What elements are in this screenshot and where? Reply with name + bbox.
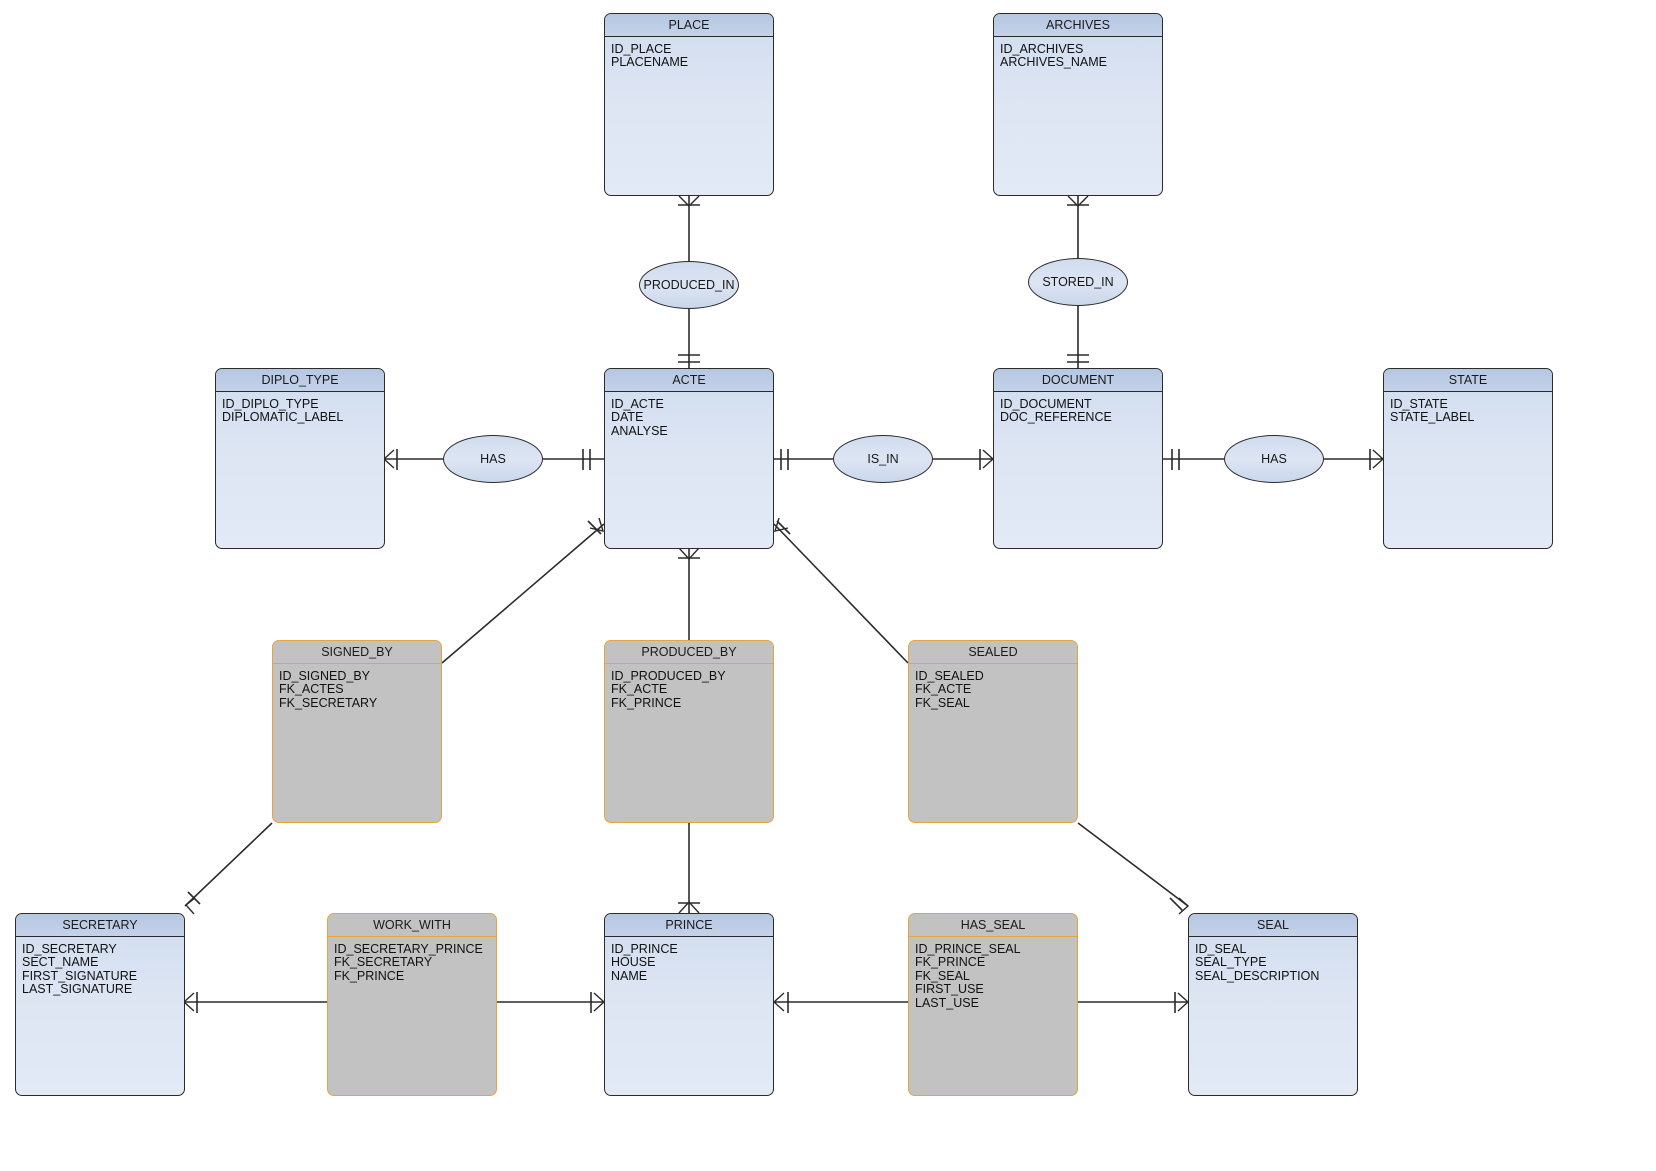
relationship-is-in[interactable]: IS_IN (833, 435, 933, 483)
entity-attributes: ID_DIPLO_TYPE DIPLOMATIC_LABEL (216, 392, 384, 425)
entity-title: PRINCE (605, 914, 773, 937)
attribute: LAST_USE (915, 995, 979, 1010)
entity-title: ACTE (605, 369, 773, 392)
entity-seal[interactable]: SEAL ID_SEAL SEAL_TYPE SEAL_DESCRIPTION (1188, 913, 1358, 1096)
relationship-label: IS_IN (867, 452, 899, 466)
entity-title: PLACE (605, 14, 773, 37)
entity-work-with[interactable]: WORK_WITH ID_SECRETARY_PRINCE FK_SECRETA… (327, 913, 497, 1096)
relationship-stored-in[interactable]: STORED_IN (1028, 258, 1128, 306)
attribute: FK_ACTE (611, 682, 668, 697)
attribute: ID_DIPLO_TYPE (222, 397, 319, 411)
entity-attributes: ID_SEAL SEAL_TYPE SEAL_DESCRIPTION (1189, 937, 1357, 983)
entity-state[interactable]: STATE ID_STATE STATE_LABEL (1383, 368, 1553, 549)
attribute: ID_PRODUCED_BY (611, 669, 726, 683)
attribute: HOUSE (611, 955, 656, 970)
attribute: FK_SEAL (915, 695, 970, 710)
entity-title: DOCUMENT (994, 369, 1162, 392)
attribute: DOC_REFERENCE (1000, 410, 1112, 425)
attribute: ID_SEALED (915, 669, 984, 683)
attribute: FK_SEAL (915, 968, 970, 983)
attribute: ID_SIGNED_BY (279, 669, 371, 683)
attribute: FK_PRINCE (611, 695, 682, 710)
attribute: SEAL_DESCRIPTION (1195, 968, 1320, 983)
entity-archives[interactable]: ARCHIVES ID_ARCHIVES ARCHIVES_NAME (993, 13, 1163, 196)
attribute: ID_STATE (1390, 397, 1448, 411)
attribute: FK_PRINCE (915, 955, 986, 970)
attribute: STATE_LABEL (1390, 410, 1475, 425)
attribute: FK_ACTES (279, 682, 344, 697)
attribute: FK_PRINCE (334, 968, 405, 983)
entity-title: STATE (1384, 369, 1552, 392)
entity-attributes: ID_PLACE PLACENAME (605, 37, 773, 70)
attribute: ID_ARCHIVES (1000, 42, 1084, 56)
relationship-has-state[interactable]: HAS (1224, 435, 1324, 483)
entity-attributes: ID_SIGNED_BY FK_ACTES FK_SECRETARY (273, 664, 441, 710)
attribute: ID_SECRETARY_PRINCE (334, 942, 483, 956)
attribute: SEAL_TYPE (1195, 955, 1267, 970)
entity-place[interactable]: PLACE ID_PLACE PLACENAME (604, 13, 774, 196)
entity-attributes: ID_PRODUCED_BY FK_ACTE FK_PRINCE (605, 664, 773, 710)
entity-attributes: ID_SECRETARY SECT_NAME FIRST_SIGNATURE L… (16, 937, 184, 997)
entity-secretary[interactable]: SECRETARY ID_SECRETARY SECT_NAME FIRST_S… (15, 913, 185, 1096)
entity-attributes: ID_SECRETARY_PRINCE FK_SECRETARY FK_PRIN… (328, 937, 496, 983)
entity-title: SEALED (909, 641, 1077, 664)
attribute: ID_SECRETARY (22, 942, 117, 956)
entity-attributes: ID_PRINCE HOUSE NAME (605, 937, 773, 983)
relationship-label: PRODUCED_IN (643, 278, 735, 292)
attribute: FK_SECRETARY (334, 955, 433, 970)
entity-acte[interactable]: ACTE ID_ACTE DATE ANALYSE (604, 368, 774, 549)
entity-attributes: ID_SEALED FK_ACTE FK_SEAL (909, 664, 1077, 710)
entity-title: WORK_WITH (328, 914, 496, 937)
attribute: FK_ACTE (915, 682, 972, 697)
attribute: FIRST_USE (915, 982, 984, 997)
attribute: ANALYSE (611, 423, 668, 438)
attribute: PLACENAME (611, 55, 689, 70)
entity-document[interactable]: DOCUMENT ID_DOCUMENT DOC_REFERENCE (993, 368, 1163, 549)
relationship-produced-in[interactable]: PRODUCED_IN (639, 261, 739, 309)
entity-attributes: ID_ACTE DATE ANALYSE (605, 392, 773, 438)
attribute: DIPLOMATIC_LABEL (222, 410, 344, 425)
entity-title: PRODUCED_BY (605, 641, 773, 664)
attribute: FK_SECRETARY (279, 695, 378, 710)
entity-sealed[interactable]: SEALED ID_SEALED FK_ACTE FK_SEAL (908, 640, 1078, 823)
attribute: ID_DOCUMENT (1000, 397, 1092, 411)
attribute: ARCHIVES_NAME (1000, 55, 1107, 70)
attribute: ID_ACTE (611, 397, 664, 411)
entity-diplo-type[interactable]: DIPLO_TYPE ID_DIPLO_TYPE DIPLOMATIC_LABE… (215, 368, 385, 549)
entity-title: HAS_SEAL (909, 914, 1077, 937)
entity-title: ARCHIVES (994, 14, 1162, 37)
attribute: ID_SEAL (1195, 942, 1247, 956)
entity-title: SEAL (1189, 914, 1357, 937)
attribute: ID_PRINCE (611, 942, 678, 956)
entity-title: DIPLO_TYPE (216, 369, 384, 392)
entity-attributes: ID_PRINCE_SEAL FK_PRINCE FK_SEAL FIRST_U… (909, 937, 1077, 1010)
entity-produced-by[interactable]: PRODUCED_BY ID_PRODUCED_BY FK_ACTE FK_PR… (604, 640, 774, 823)
relationship-label: HAS (480, 452, 506, 466)
attribute: NAME (611, 968, 648, 983)
attribute: FIRST_SIGNATURE (22, 968, 138, 983)
attribute: ID_PLACE (611, 42, 672, 56)
attribute: LAST_SIGNATURE (22, 982, 133, 997)
attribute: DATE (611, 410, 644, 425)
relationship-label: HAS (1261, 452, 1287, 466)
entity-title: SIGNED_BY (273, 641, 441, 664)
relationship-label: STORED_IN (1042, 275, 1114, 289)
relationship-has-diplo-type[interactable]: HAS (443, 435, 543, 483)
attribute: ID_PRINCE_SEAL (915, 942, 1021, 956)
entity-attributes: ID_DOCUMENT DOC_REFERENCE (994, 392, 1162, 425)
entity-attributes: ID_STATE STATE_LABEL (1384, 392, 1552, 425)
entity-signed-by[interactable]: SIGNED_BY ID_SIGNED_BY FK_ACTES FK_SECRE… (272, 640, 442, 823)
attribute: SECT_NAME (22, 955, 99, 970)
entity-prince[interactable]: PRINCE ID_PRINCE HOUSE NAME (604, 913, 774, 1096)
entity-attributes: ID_ARCHIVES ARCHIVES_NAME (994, 37, 1162, 70)
entity-has-seal[interactable]: HAS_SEAL ID_PRINCE_SEAL FK_PRINCE FK_SEA… (908, 913, 1078, 1096)
entity-title: SECRETARY (16, 914, 184, 937)
